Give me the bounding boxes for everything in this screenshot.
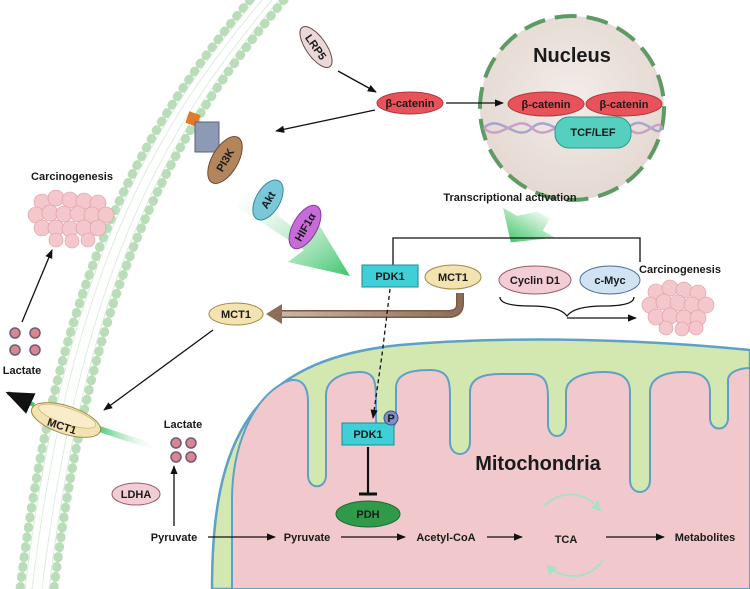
tumor-cluster-icon [641,279,715,337]
c-myc [579,265,641,295]
cyto-beta-catenin [376,91,444,115]
pdk1-gene-label: PDK1 [375,271,404,283]
cyto-beta-catenin-label: β-catenin [386,98,435,110]
pi3k-complex: PI3K [185,111,243,184]
pdh-label: PDH [356,509,379,521]
mito-pdk1-label: PDK1 [353,429,382,441]
metabolites-label: Metabolites [675,532,736,544]
lactate-outer-label: Lactate [3,365,42,377]
pdh [335,500,401,528]
lactate-inner-icon [170,437,197,463]
pdk1-gene [361,264,419,288]
akt [252,179,284,221]
mct1-export-label: MCT1 [221,309,251,321]
mct1-transporter [30,402,102,438]
transcriptional-activation-label: Transcriptional activation [443,192,577,204]
carcinogenesis-left-label: Carcinogenesis [31,171,113,183]
c-myc-label: c-Myc [594,275,625,287]
mct1-export-arrow-icon [266,304,282,324]
mct1-gene-label: MCT1 [438,272,468,284]
pyruvate-cyto-label: Pyruvate [151,532,197,544]
nuclear-beta-catenin-1: β-catenin [522,99,571,111]
hif1a [288,204,322,250]
lactate-outer-icon [9,327,41,356]
tca-label: TCA [555,534,578,546]
tumor-cluster-left-icon [27,189,115,249]
mct1-export [208,302,264,326]
lrp5-receptor: LRP5 [299,26,333,68]
mito-pdk1 [341,422,395,446]
carcinogenesis-right-label: Carcinogenesis [639,264,721,276]
ldha [111,482,161,506]
acetyl-coa-label: Acetyl-CoA [416,532,475,544]
phosphate-badge [383,410,399,426]
tca-cycle-icon [544,493,604,578]
lactate-inner-label: Lactate [164,419,203,431]
mito-pyruvate-label: Pyruvate [284,532,330,544]
mitochondrion: Mitochondria [210,338,750,589]
cyclin-d1 [498,265,572,295]
mct1-gene [424,264,482,290]
nuclear-beta-catenin-2: β-catenin [600,99,649,111]
tcf-lef-label: TCF/LEF [570,127,615,139]
phosphate-label: P [387,413,394,425]
cyclin-d1-label: Cyclin D1 [510,275,560,287]
transcription-arrow-icon [503,207,555,243]
ldha-label: LDHA [121,489,152,501]
nucleus: Nucleus β-catenin β-catenin TCF/LEF [478,14,666,202]
mitochondria-title: Mitochondria [475,453,601,475]
nucleus-title: Nucleus [533,45,611,67]
